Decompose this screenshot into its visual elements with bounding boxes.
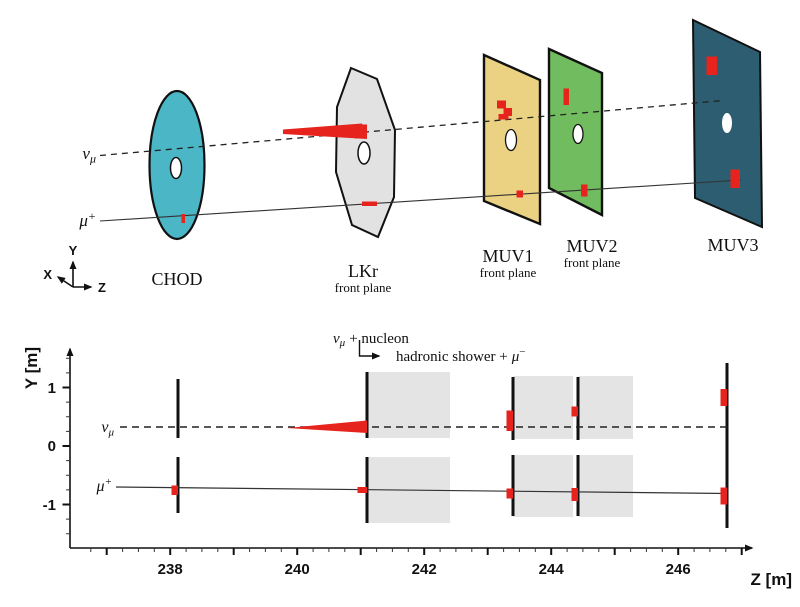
hit2d-lkr-mu — [357, 487, 367, 493]
triad-x-label: X — [43, 267, 52, 282]
lkr-label: LKr — [348, 261, 378, 281]
muv3-label: MUV3 — [707, 235, 758, 255]
y-tick-m1: -1 — [43, 497, 56, 514]
y-minor-ticks — [66, 357, 70, 535]
x-axis-title: Z [m] — [750, 570, 792, 589]
muv3-beam-hole — [722, 113, 732, 133]
calorimeter-boxes — [367, 372, 633, 523]
chod-label: CHOD — [151, 269, 202, 289]
hit-muv1-b — [503, 108, 512, 116]
muv1-box-lower — [513, 455, 573, 517]
x-tick-238: 238 — [158, 561, 183, 578]
hit-muv1-mu — [516, 190, 523, 198]
x-tick-246: 246 — [666, 561, 691, 578]
hit-muv2-nu — [563, 88, 569, 105]
hit-lkr-shower — [283, 123, 367, 139]
hits-bottom — [171, 389, 727, 505]
muv2-label: MUV2 — [566, 236, 617, 256]
muv2-box-lower — [578, 455, 633, 517]
muplus-track-label-top: μ+ — [78, 209, 96, 230]
annotation-arrow — [358, 340, 381, 360]
x-tick-242: 242 — [412, 561, 437, 578]
hit-muv2-mu — [581, 184, 588, 197]
hit2d-muv2-mu — [571, 488, 578, 501]
lkr-beam-hole — [357, 141, 371, 165]
y-major-ticks — [62, 386, 70, 506]
triad-y-label: Y — [69, 243, 78, 258]
annotation-line2: hadronic shower +μ− — [396, 346, 526, 365]
muplus-track-label-bottom: μ+ — [96, 476, 112, 495]
hit2d-shower — [287, 420, 367, 433]
hit2d-muv3-mu — [720, 487, 727, 505]
y-axis-title: Y [m] — [22, 347, 41, 389]
x-tick-244: 244 — [539, 561, 565, 578]
lkr-subtitle: front plane — [335, 280, 392, 295]
annotation-line1: νμ+ nucleon — [333, 331, 409, 349]
muv2-subtitle: front plane — [564, 255, 621, 270]
triad-x-axis — [56, 276, 74, 288]
hits-top — [181, 56, 740, 223]
x-minor-ticks — [90, 548, 727, 552]
hit2d-muv1-mu — [506, 488, 513, 499]
lkr-box-upper — [367, 372, 450, 438]
y-tick-0: 0 — [48, 438, 56, 455]
muplus-track-3d — [99, 179, 742, 222]
numu-track-label-bottom: νμ — [101, 419, 114, 439]
hit2d-muv1-nu — [506, 410, 513, 431]
top-panel: νμ μ+ CHOD LKr front plane MUV1 front pl… — [43, 18, 764, 295]
numu-track-3d — [99, 99, 724, 157]
hit2d-chod-mu — [171, 485, 178, 495]
muv2-beam-hole — [572, 123, 584, 145]
bottom-panel: 1 0 -1 238 240 242 244 246 Y [m] Z [m] ν… — [22, 331, 792, 589]
numu-track-label-top: νμ — [82, 144, 96, 166]
hit-muv3-nu — [706, 56, 717, 75]
hit-lkr-mu — [362, 201, 377, 206]
hit2d-muv2-nu — [571, 406, 578, 417]
hit-muv3-mu — [730, 169, 740, 188]
muv1-label: MUV1 — [482, 246, 533, 266]
hit-chod — [181, 214, 185, 223]
muv1-box-upper — [513, 376, 573, 439]
x-tick-240: 240 — [285, 561, 310, 578]
muv1-subtitle: front plane — [480, 265, 537, 280]
hit-lkr-shower-core — [355, 124, 367, 139]
axis-triad — [56, 260, 93, 291]
hit2d-muv3-nu — [720, 389, 727, 406]
chod-beam-hole — [169, 156, 183, 180]
muv1-beam-hole — [504, 128, 518, 152]
hit-muv1-a — [497, 100, 506, 109]
detector-plane-lines — [176, 363, 729, 528]
muv2-box-upper — [578, 376, 633, 439]
triad-z-label: Z — [98, 280, 106, 295]
y-tick-1: 1 — [48, 380, 56, 397]
hit-muv1-c — [498, 114, 509, 120]
muplus-track-2d — [115, 486, 728, 495]
x-major-ticks — [105, 548, 743, 555]
